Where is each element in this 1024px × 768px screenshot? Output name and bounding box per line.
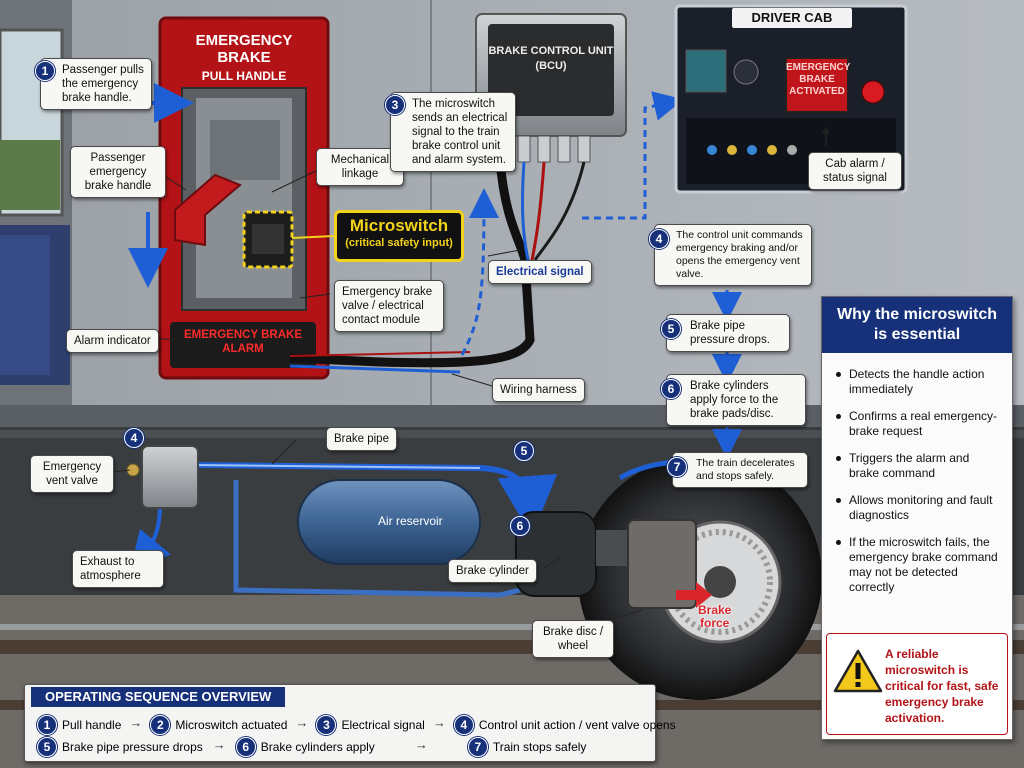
warning-icon	[833, 649, 883, 693]
callout-exhaust: Exhaust to atmosphere	[72, 550, 164, 588]
arrow-icon: →	[295, 715, 309, 730]
badge-brake-cylinder: 6	[510, 516, 530, 536]
callout-step4: 4 The control unit commands emergency br…	[649, 224, 812, 286]
why-item: Detects the handle action immediately	[836, 367, 1000, 397]
callout-brake-disc: Brake disc / wheel	[532, 620, 614, 658]
why-item: Triggers the alarm and brake command	[836, 451, 1000, 481]
why-warning: A reliable microswitch is critical for f…	[826, 633, 1008, 735]
why-item: If the microswitch fails, the emergency …	[836, 535, 1000, 595]
callout-wiring-harness: Wiring harness	[492, 378, 585, 402]
arrow-icon: →	[129, 715, 143, 730]
callout-valve-module: Emergency brake valve / electrical conta…	[334, 280, 444, 332]
badge-brake-pipe: 5	[514, 441, 534, 461]
microswitch-label: Microswitch (critical safety input)	[334, 210, 464, 262]
air-reservoir-tank	[297, 479, 481, 565]
label-air-reservoir: Air reservoir	[378, 514, 443, 528]
why-item: Confirms a real emergency-brake request	[836, 409, 1000, 439]
handle-lever	[174, 173, 242, 247]
arrow-icon: →	[432, 715, 446, 730]
callout-handle: Passenger emergency brake handle	[70, 146, 166, 198]
callout-step5: 5 Brake pipe pressure drops.	[661, 314, 790, 352]
bcu-title: BRAKE CONTROL UNIT(BCU)	[488, 45, 614, 72]
why-item: Allows monitoring and fault diagnostics	[836, 493, 1000, 523]
vent-valve-body	[141, 445, 199, 509]
callout-step3: 3 The microswitch sends an electrical si…	[385, 92, 516, 172]
arrow-icon: →	[414, 737, 428, 752]
callout-step6: 6 Brake cylinders apply force to the bra…	[661, 374, 806, 426]
arrow-icon: →	[212, 737, 226, 752]
sequence-title: OPERATING SEQUENCE OVERVIEW	[31, 687, 286, 707]
callout-step7: 7 The train decelerates and stops safely…	[667, 452, 808, 488]
callout-vent-valve: Emergency vent valve	[30, 455, 114, 493]
callout-step1: 1 Passenger pulls the emergency brake ha…	[35, 58, 152, 110]
callout-brake-pipe: Brake pipe	[326, 427, 397, 451]
callout-electrical-signal: Electrical signal	[488, 260, 592, 284]
badge-vent-valve: 4	[124, 428, 144, 448]
driver-cab-title: DRIVER CAB	[732, 8, 852, 28]
callout-mech-linkage: Mechanical linkage	[316, 148, 404, 186]
callout-alarm-indicator: Alarm indicator	[66, 329, 159, 353]
callout-brake-cylinder: Brake cylinder	[448, 559, 537, 583]
callout-cab-alarm: Cab alarm / status signal	[808, 152, 902, 190]
why-list: Detects the handle action immediately Co…	[822, 353, 1012, 595]
